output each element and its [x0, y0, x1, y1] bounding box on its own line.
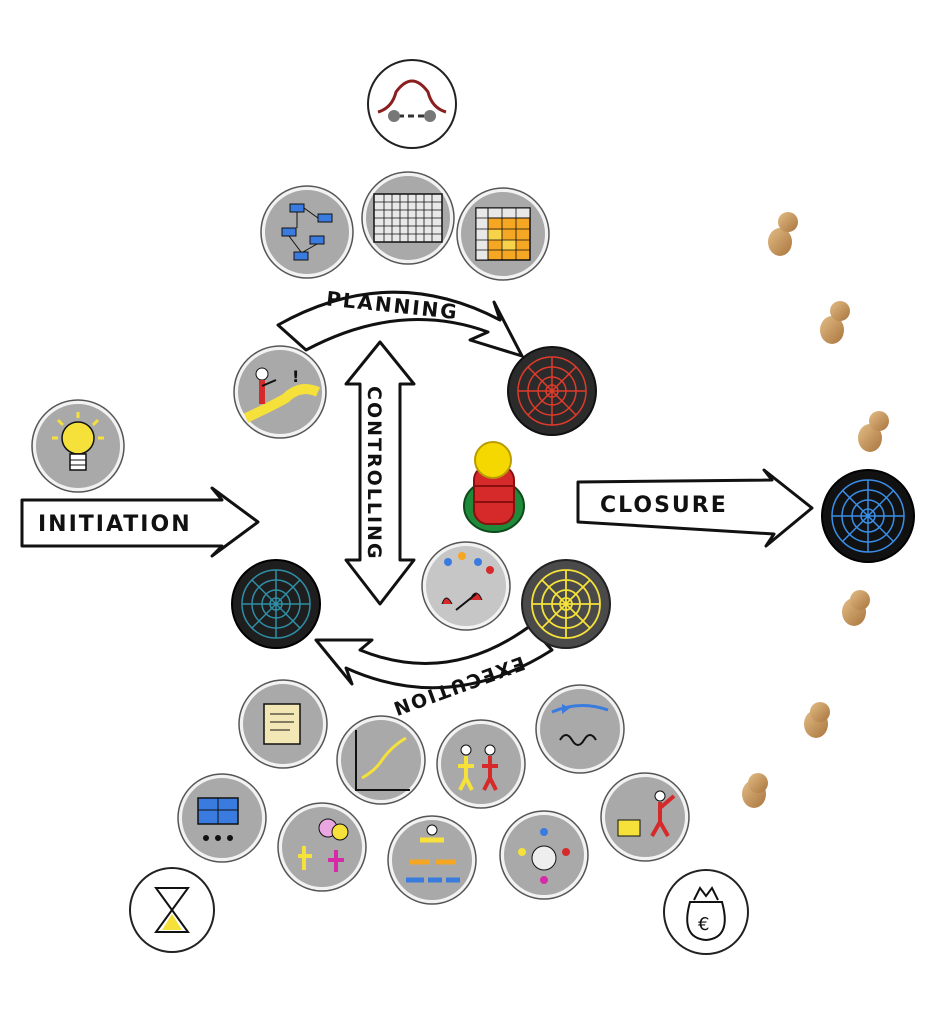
- game-peg-icon: [463, 441, 525, 533]
- wooden-pawn-6: [742, 773, 768, 808]
- escalation-token: [600, 772, 690, 862]
- meeting-token: [499, 810, 589, 900]
- wooden-pawn-icon: [742, 773, 768, 808]
- growth-chart-token: [336, 715, 426, 805]
- lightbulb-token: [31, 399, 125, 493]
- team-icon: [441, 552, 494, 611]
- car-token: [367, 59, 457, 149]
- hourglass-token: [129, 867, 215, 953]
- risk-web-red-icon: [517, 356, 587, 426]
- closure-web-blue-icon: [831, 479, 905, 553]
- wooden-pawn-icon: [804, 702, 830, 738]
- web-yellow-icon: [531, 569, 601, 639]
- svg-text:!: !: [292, 367, 299, 386]
- scroll-token: [238, 679, 328, 769]
- wooden-pawn-3: [858, 411, 889, 452]
- wooden-pawn-5: [804, 702, 830, 738]
- group-token: [387, 815, 477, 905]
- escalation-icon: [617, 790, 676, 837]
- money-bag-token: €: [663, 869, 749, 955]
- web-teal-icon: [241, 569, 311, 639]
- lightbulb-icon: [52, 412, 104, 471]
- initiation-label: INITIATION: [38, 512, 192, 537]
- dialogue-token: [277, 802, 367, 892]
- wooden-pawn-icon: [842, 590, 870, 626]
- wooden-pawn-icon: [820, 301, 850, 344]
- flowchart-token: [260, 185, 354, 279]
- closure-label: CLOSURE: [600, 493, 728, 518]
- closure-arrow: CLOSURE: [576, 468, 814, 548]
- people-exchange-token: [436, 719, 526, 809]
- wooden-pawn-2: [820, 301, 850, 344]
- risk-web-red-token: [507, 346, 597, 436]
- meeting-icon: [518, 828, 570, 884]
- web-yellow-token: [521, 559, 611, 649]
- closure-web-blue-token: [821, 469, 915, 563]
- flowchart-icon: [281, 203, 333, 261]
- controlling-label: CONTROLLING: [363, 386, 385, 561]
- planning-arrow: PLANNING: [276, 286, 524, 358]
- dialogue-icon: [298, 818, 349, 872]
- wooden-pawn-icon: [858, 411, 889, 452]
- euro-symbol: €: [698, 914, 709, 935]
- growth-chart-icon: [355, 730, 410, 791]
- scroll-icon: [263, 703, 301, 745]
- gantt-token: [361, 171, 455, 265]
- presentation-icon: [197, 797, 239, 841]
- hourglass-icon: [154, 887, 190, 933]
- people-exchange-icon: [458, 744, 498, 791]
- checklist-matrix-icon: [475, 207, 531, 261]
- game-peg: [463, 441, 525, 533]
- wooden-pawn-1: [768, 212, 798, 256]
- team-token: [421, 541, 511, 631]
- wooden-pawn-icon: [768, 212, 798, 256]
- money-bag-icon: €: [686, 886, 726, 942]
- web-teal-token: [231, 559, 321, 649]
- checklist-token: [456, 187, 550, 281]
- controlling-arrow: CONTROLLING: [344, 340, 416, 606]
- car-icon: [377, 79, 447, 122]
- chaos-arrow-token: [535, 684, 625, 774]
- chaos-arrow-icon: [551, 704, 609, 746]
- initiation-arrow: INITIATION: [20, 486, 260, 558]
- path-person-icon: !: [243, 367, 321, 423]
- wooden-pawn-4: [842, 590, 870, 626]
- group-icon: [406, 824, 460, 883]
- gantt-grid-icon: [373, 193, 443, 243]
- presentation-token: [177, 773, 267, 863]
- path-person-token: !: [233, 345, 327, 439]
- execution-arrow: EXECUTION: [314, 624, 554, 720]
